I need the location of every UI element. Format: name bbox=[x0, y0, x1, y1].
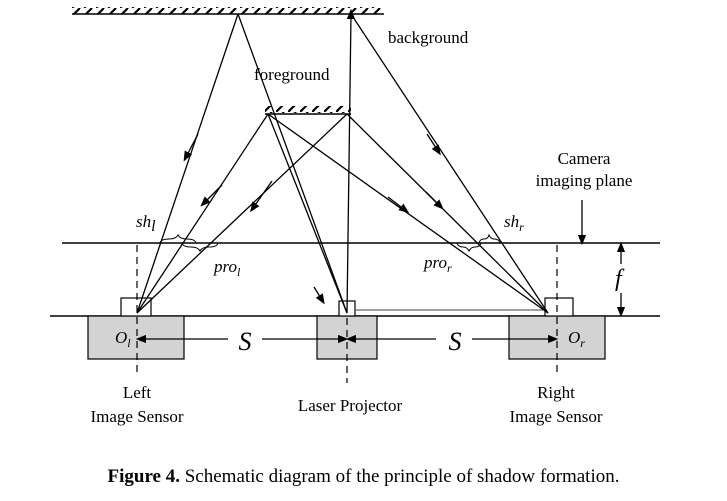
projection-right-label: pror bbox=[423, 253, 452, 275]
light-rays bbox=[136, 8, 549, 314]
foreground-label: foreground bbox=[254, 65, 330, 84]
caption-text: Schematic diagram of the principle of sh… bbox=[179, 466, 620, 487]
shadow-left-label: shl bbox=[136, 212, 156, 235]
laser-projector-label: Laser Projector bbox=[298, 396, 403, 415]
caption-number: Figure 4. bbox=[107, 466, 180, 487]
right-sensor-label-line1: Right bbox=[537, 383, 575, 402]
shadow-formation-diagram: background foreground Camera imaging pla… bbox=[50, 7, 660, 426]
camera-plane-label-line1: Camera bbox=[558, 149, 611, 168]
focal-length-label: f bbox=[615, 266, 625, 292]
right-origin-label: Or bbox=[568, 328, 585, 350]
projection-left-label: prol bbox=[213, 257, 241, 279]
image-braces bbox=[159, 233, 501, 253]
camera-plane-label-line2: imaging plane bbox=[536, 171, 633, 190]
figure-caption: Figure 4. Schematic diagram of the princ… bbox=[0, 466, 727, 488]
right-sensor-label-line2: Image Sensor bbox=[509, 407, 602, 426]
foreground-object bbox=[265, 106, 351, 115]
left-sensor-label-line2: Image Sensor bbox=[90, 407, 183, 426]
left-image-sensor bbox=[87, 297, 185, 360]
baseline-right-label: S bbox=[449, 327, 462, 356]
shadow-right-label: shr bbox=[504, 212, 524, 234]
left-origin-label: Ol bbox=[115, 328, 131, 350]
baseline-left-label: S bbox=[239, 327, 252, 356]
left-sensor-label-line1: Left bbox=[123, 383, 152, 402]
background-surface bbox=[72, 7, 384, 15]
background-label: background bbox=[388, 28, 469, 47]
